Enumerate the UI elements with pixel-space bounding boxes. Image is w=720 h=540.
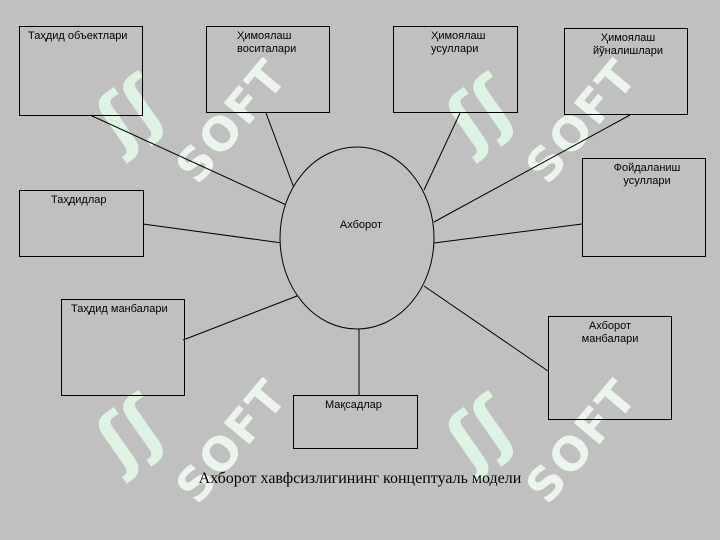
center-ellipse — [279, 146, 435, 330]
node-info-sources: Ахборот манбалари — [548, 316, 672, 420]
node-goals: Мақсадлар — [293, 395, 418, 449]
node-threat-sources-label: Таҳдид манбалари — [71, 303, 168, 315]
node-info-sources-label: Ахборот манбалари — [581, 320, 639, 345]
connector-threats — [142, 223, 283, 244]
node-usage-methods: Фойдаланиш усуллари — [582, 158, 706, 257]
connector-usage-methods — [433, 223, 583, 244]
node-protection-directions: Ҳимоялаш йўналишлари — [564, 28, 688, 115]
node-threats-label: Таҳдидлар — [51, 194, 107, 206]
node-usage-methods-label: Фойдаланиш усуллари — [613, 162, 681, 187]
center-label: Ахборот — [340, 219, 382, 231]
connector-protection-directions — [433, 114, 631, 223]
node-protection-methods: Ҳимоялаш усуллари — [393, 26, 518, 113]
node-threat-objects-label: Таҳдид объектлари — [28, 30, 128, 42]
connector-threat-objects — [89, 114, 294, 209]
node-protection-methods-label: Ҳимоялаш усуллари — [431, 30, 486, 55]
node-threats: Таҳдидлар — [19, 190, 144, 257]
node-protection-directions-label: Ҳимоялаш йўналишлари — [592, 32, 664, 57]
node-goals-label: Мақсадлар — [325, 399, 382, 411]
node-threat-objects: Таҳдид объектлари — [19, 26, 143, 116]
connector-threat-sources — [182, 295, 298, 341]
connector-protection-means — [265, 112, 295, 189]
connector-info-sources — [423, 285, 549, 372]
node-protection-means: Ҳимоялаш воситалари — [206, 26, 330, 113]
node-protection-means-label: Ҳимоялаш воситалари — [237, 30, 297, 55]
node-threat-sources: Таҳдид манбалари — [61, 299, 185, 396]
connector-protection-methods — [423, 112, 461, 191]
diagram-caption: Ахборот хавфсизлигининг концептуаль моде… — [198, 470, 522, 487]
